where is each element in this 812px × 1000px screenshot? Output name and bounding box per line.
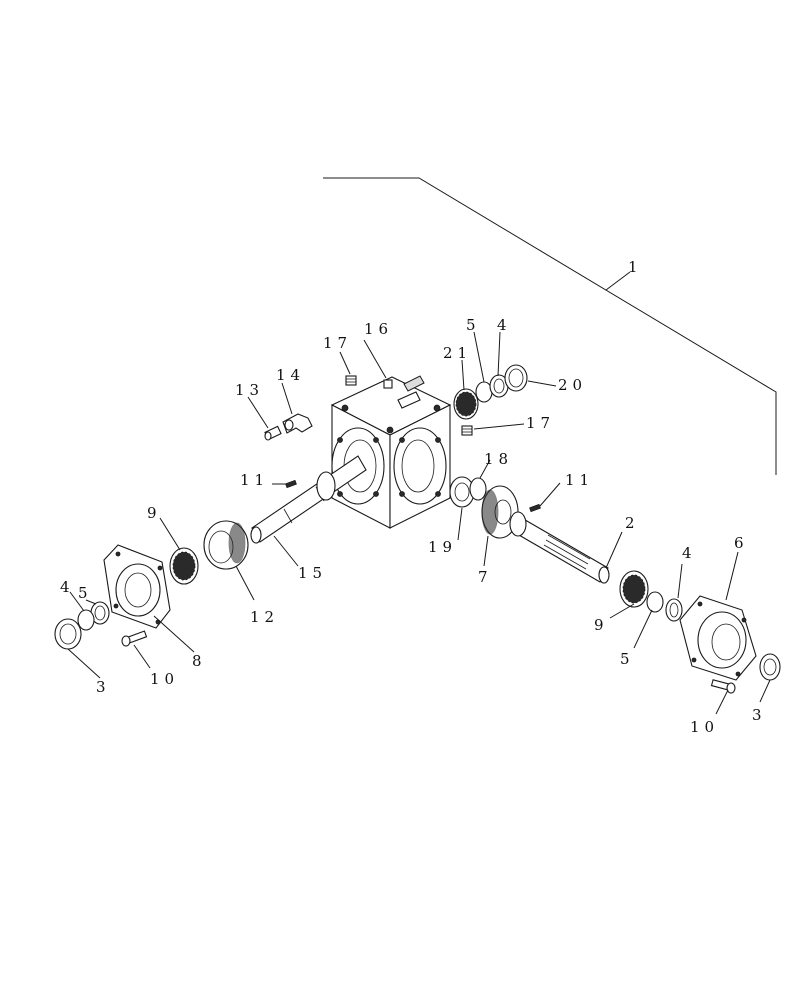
callout-11-left: 11 — [240, 471, 269, 489]
plug-right — [461, 425, 473, 436]
callout-2: 2 — [625, 514, 640, 532]
assembly-bracket-line — [323, 177, 777, 475]
callout-17-right: 17 — [526, 414, 555, 432]
callout-16: 16 — [364, 320, 393, 338]
gearbox-housing — [330, 375, 452, 529]
bearing-cover-right — [679, 595, 757, 681]
circlip-left — [77, 609, 95, 631]
callout-10-right: 10 — [690, 718, 719, 736]
bearing-cover-left — [103, 544, 171, 629]
callout-labels: 1 17 16 14 13 5 4 21 20 17 18 11 11 19 2… — [60, 258, 767, 736]
shim-right — [646, 591, 664, 613]
callout-17-top: 17 — [323, 334, 352, 352]
bevel-gear-left — [203, 520, 249, 570]
bearing-21 — [453, 388, 479, 420]
key-right — [529, 503, 541, 513]
callout-18: 18 — [484, 450, 513, 468]
output-shaft — [509, 511, 610, 584]
callout-3-left: 3 — [96, 678, 111, 696]
grease-fitting — [264, 425, 282, 441]
callout-5-right: 5 — [620, 650, 635, 668]
callout-6: 6 — [734, 534, 749, 552]
callout-9-right: 9 — [594, 616, 609, 634]
callout-4-top: 4 — [497, 316, 512, 334]
callout-13: 13 — [235, 381, 264, 399]
callout-14: 14 — [276, 366, 305, 384]
bolt-left — [121, 630, 148, 647]
callout-5-top: 5 — [466, 316, 481, 334]
callout-3-right: 3 — [752, 706, 767, 724]
circlip-right — [665, 598, 683, 622]
bolt-right — [710, 679, 736, 694]
seal-right — [759, 653, 781, 681]
bearing-right — [619, 570, 649, 608]
callout-9-left: 9 — [147, 504, 162, 522]
callout-10-left: 10 — [150, 670, 179, 688]
callout-21: 21 — [443, 344, 472, 362]
cap-20 — [504, 364, 528, 392]
input-shaft — [250, 455, 367, 544]
callout-19: 19 — [428, 538, 457, 556]
key-left — [285, 479, 297, 489]
callout-5-left: 5 — [78, 584, 93, 602]
callout-8: 8 — [192, 652, 207, 670]
callout-11-right: 11 — [565, 471, 594, 489]
leader-lines — [67, 271, 771, 715]
bearing-left — [169, 547, 199, 585]
callout-12: 12 — [250, 608, 279, 626]
callout-7: 7 — [478, 568, 493, 586]
callout-1: 1 — [628, 258, 643, 276]
elbow-fitting — [282, 413, 313, 434]
callout-20: 20 — [558, 376, 587, 394]
plug-top — [345, 375, 357, 386]
shim-18 — [469, 477, 487, 501]
callout-15: 15 — [298, 564, 327, 582]
seal-left — [54, 618, 82, 650]
callout-4-right: 4 — [682, 544, 697, 562]
callout-4-left: 4 — [60, 578, 75, 596]
